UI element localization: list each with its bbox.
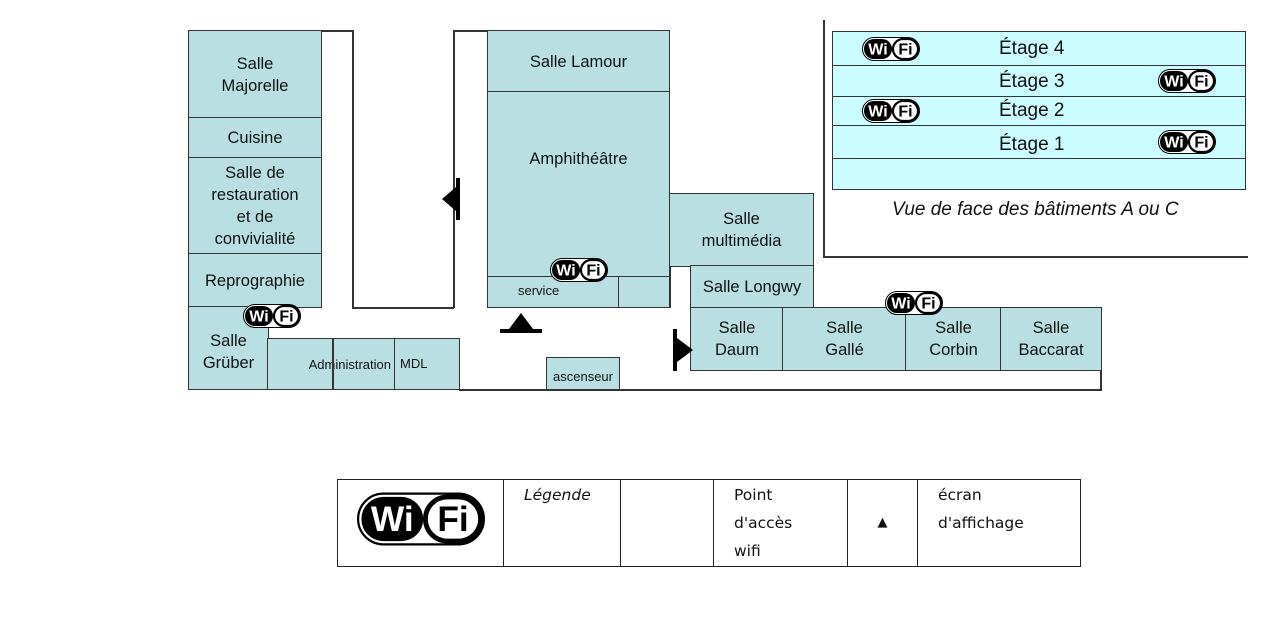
floor-label: Étage 2 [999,100,1065,121]
corridor-wall-left [352,30,354,308]
wifi-access-point-gruber [243,304,301,328]
room-salle-galle: Salle Gallé [782,307,907,371]
floor-label: Étage 1 [999,134,1065,155]
floor-label: Étage 3 [999,71,1065,92]
admin-divider [332,338,334,390]
corridor-wall-right [453,30,455,308]
elevation-frame-left [823,20,825,257]
bottom-outer-wall [459,389,1102,391]
room-salle-lamour: Salle Lamour [487,30,670,93]
corridor-wall-mid [352,307,454,309]
elevation-caption: Vue de face des bâtiments A ou C [892,199,1179,220]
room-salle-baccarat: Salle Baccarat [1000,307,1102,371]
legend-screen-label: écran d'affichage [917,479,1081,567]
room-salle-multimedia: Salle multimédia [669,193,814,267]
wifi-access-point-amphitheatre [550,258,608,282]
wifi-access-point-etage-3 [1158,69,1216,93]
corridor-wall-top-left [321,30,353,32]
room-ascenseur: ascenseur [546,357,620,390]
room-service-annex [618,276,670,308]
legend-table: Légende Point d'accès wifi ▲ écran d'aff… [337,479,1081,567]
room-salle-corbin: Salle Corbin [905,307,1002,371]
wifi-access-point-galle [885,291,943,315]
floor-etage-4: Étage 4 [832,31,1246,66]
room-salle-daum: Salle Daum [690,307,784,371]
room-mdl: MDL [394,338,460,390]
display-screen-left [442,178,460,220]
room-administration: Administration [267,338,395,390]
wing-wall-end [1100,370,1102,390]
floor-etage-2: Étage 2 [832,96,1246,126]
room-salle-majorelle: Salle Majorelle [188,30,322,119]
legend-title: Légende [503,479,621,567]
wifi-logo-large [357,492,485,546]
floor-etage-3: Étage 3 [832,65,1246,97]
corridor-wall-top-right [453,30,488,32]
legend-wifi-logo-cell [337,479,504,567]
room-amphitheatre: Amphithéâtre [487,91,670,278]
wifi-access-point-etage-1 [1158,130,1216,154]
display-screen-bottom [500,313,542,333]
floor-ground [832,158,1246,190]
floor-label: Étage 4 [999,38,1065,59]
room-salle-longwy: Salle Longwy [690,265,814,308]
legend-wifi-label: Point d'accès wifi [713,479,848,567]
legend-screen-symbol: ▲ [847,479,918,567]
wifi-access-point-etage-2 [862,99,920,123]
elevation-frame-bottom [823,256,1248,258]
wifi-access-point-etage-4 [862,37,920,61]
room-salle-gruber: Salle Grüber [188,306,269,390]
room-salle-restauration: Salle de restauration et de convivialité [188,157,322,255]
floor-etage-1: Étage 1 [832,125,1246,159]
room-reprographie: Reprographie [188,253,322,308]
room-cuisine: Cuisine [188,117,322,159]
display-screen-right [673,329,693,371]
legend-empty-cell [620,479,714,567]
